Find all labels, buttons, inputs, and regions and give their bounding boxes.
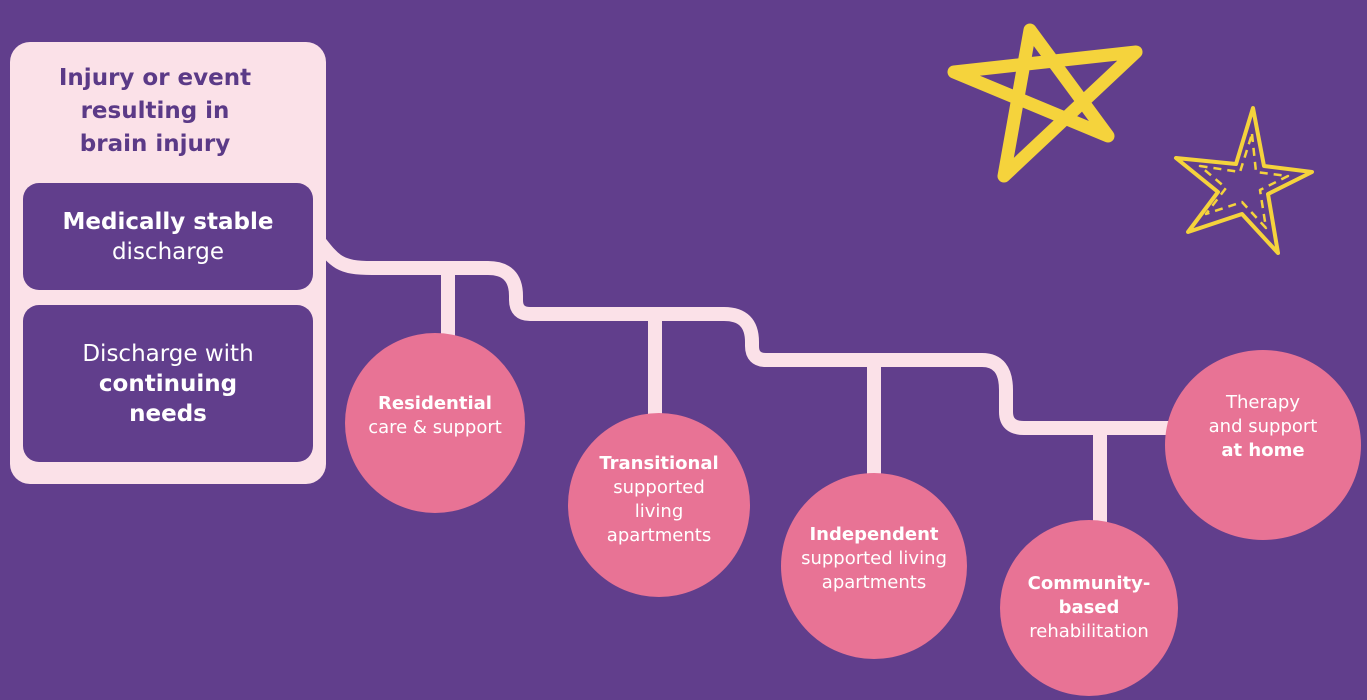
box-bold-text: needs	[129, 400, 207, 427]
title-line: resulting in	[80, 98, 230, 124]
dashed-star-icon	[1174, 106, 1314, 255]
stage-transitional: Transitional supported living apartments	[568, 413, 750, 597]
stage-text: rehabilitation	[1029, 621, 1149, 642]
stage-text: apartments	[821, 572, 927, 593]
stage-text: apartments	[606, 525, 712, 546]
pathway-line	[311, 233, 1179, 435]
stage-therapy-at-home: Therapy and support at home	[1165, 350, 1361, 540]
stage-text: Therapy	[1226, 392, 1300, 413]
title-line: Injury or event	[58, 65, 252, 91]
stage-residential: Residential care & support	[345, 333, 525, 513]
box-text: Discharge with	[82, 340, 254, 367]
stage-text: and support	[1208, 416, 1318, 437]
stage-independent: Independent supported living apartments	[781, 473, 967, 659]
box-bold-text: Medically stable	[62, 208, 274, 235]
continuing-needs-discharge-box: Discharge with continuing needs	[23, 305, 313, 462]
stage-text: supported living	[801, 548, 947, 569]
stage-bold-text: based	[1058, 597, 1120, 618]
stage-bold-text: Community-	[1027, 573, 1151, 594]
stage-bold-text: Transitional	[599, 453, 719, 474]
medically-stable-discharge-box: Medically stable discharge	[23, 183, 313, 290]
title-line: brain injury	[79, 131, 231, 157]
box-text: discharge	[111, 238, 225, 265]
stage-bold-text: Independent	[809, 524, 939, 545]
stage-text: supported	[613, 477, 705, 498]
start-event-title: Injury or event resulting in brain injur…	[30, 62, 280, 161]
stage-bold-text: Residential	[378, 393, 492, 414]
stage-bold-text: at home	[1221, 440, 1305, 461]
stage-text: care & support	[368, 417, 502, 438]
box-bold-text: continuing	[98, 370, 238, 397]
stage-text: living	[634, 501, 684, 522]
star-icon	[947, 23, 1143, 183]
stage-community-based: Community- based rehabilitation	[1000, 520, 1178, 696]
